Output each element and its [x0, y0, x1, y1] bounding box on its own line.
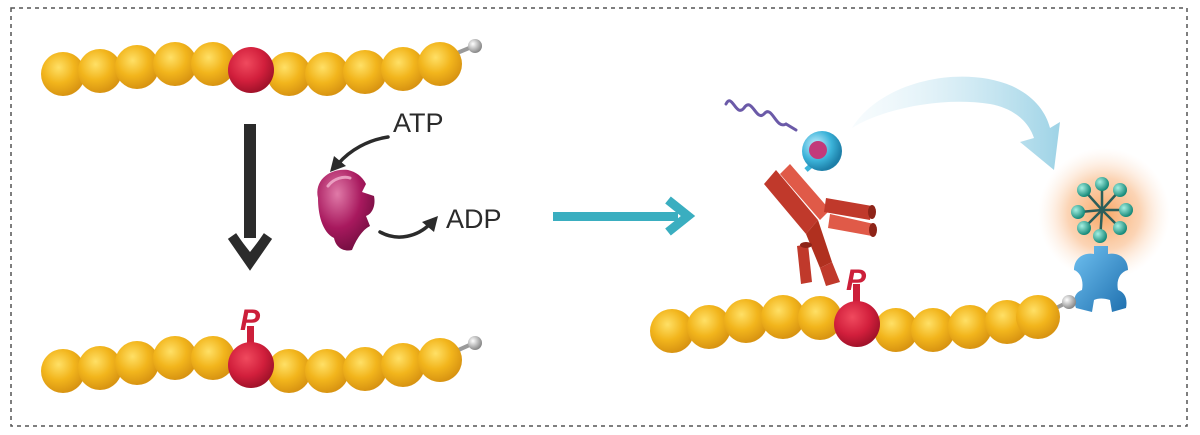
amino-acid-bead [343, 50, 387, 94]
target-residue [228, 47, 274, 93]
phosphate-stem [853, 284, 860, 304]
amino-acid-bead [874, 308, 918, 352]
amino-acid-bead [305, 349, 349, 393]
atp-arrow [330, 135, 390, 172]
amino-acid-bead [153, 42, 197, 86]
amino-acid-bead [153, 336, 197, 380]
amino-acid-bead [191, 336, 235, 380]
amino-acid-bead [1016, 295, 1060, 339]
amino-acid-bead [115, 341, 159, 385]
amino-acid-bead [381, 343, 425, 387]
peptide-chain-detected: P [650, 264, 1076, 353]
receptor-icon [1074, 246, 1128, 312]
amino-acid-bead [78, 49, 122, 93]
amino-acid-bead [267, 52, 311, 96]
emission-wave-icon [724, 99, 798, 132]
amino-acid-bead [78, 346, 122, 390]
antibody-icon [764, 164, 877, 286]
amino-acid-bead [948, 305, 992, 349]
amino-acid-bead [418, 42, 462, 86]
phosphate-label: P [240, 304, 261, 337]
phosphorylated-residue [834, 301, 880, 347]
phosphate-label-detected: P [846, 264, 867, 297]
peptide-chain-phosphorylated: P [41, 304, 482, 393]
amino-acid-bead [41, 52, 85, 96]
dashed-border [10, 7, 1188, 427]
amino-acid-bead [191, 42, 235, 86]
amino-acid-bead [687, 305, 731, 349]
ligand-cluster-icon [1071, 177, 1133, 243]
amino-acid-bead [381, 47, 425, 91]
atp-label: ATP [393, 108, 444, 138]
peptide-chain-unphosphorylated [41, 39, 482, 96]
amino-acid-bead [761, 295, 805, 339]
chain-terminus-cap [468, 336, 482, 350]
phosphate-stem [247, 326, 254, 348]
reaction-down-arrow [227, 124, 273, 271]
amino-acid-bead [798, 296, 842, 340]
chain-terminus-cap [468, 39, 482, 53]
chain-terminus-cap [1062, 295, 1076, 309]
energy-transfer-arrow [852, 76, 1060, 170]
adp-label: ADP [446, 204, 502, 234]
probe-bead-icon [802, 131, 842, 172]
amino-acid-bead [267, 349, 311, 393]
amino-acid-bead [724, 299, 768, 343]
amino-acid-bead [343, 347, 387, 391]
detection-step-arrow [553, 196, 696, 236]
amino-acid-bead [305, 52, 349, 96]
amino-acid-bead [650, 309, 694, 353]
amino-acid-bead [115, 45, 159, 89]
fluorescence-glow [1038, 148, 1170, 280]
phosphorylated-residue [228, 342, 274, 388]
kinase-enzyme-icon [317, 169, 375, 251]
amino-acid-bead [41, 349, 85, 393]
amino-acid-bead [418, 338, 462, 382]
adp-arrow [378, 216, 438, 239]
amino-acid-bead [911, 308, 955, 352]
